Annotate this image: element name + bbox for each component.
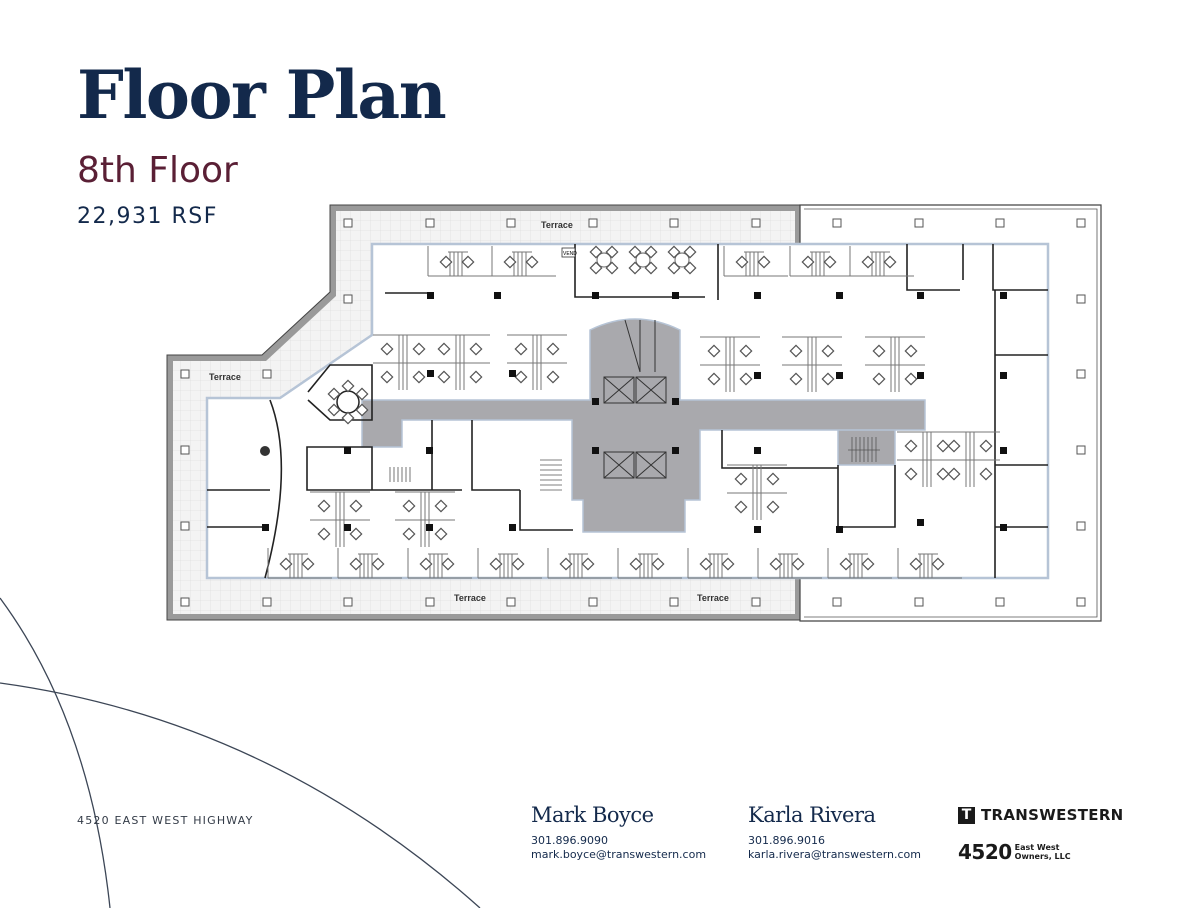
terrace-label: Terrace: [209, 372, 241, 382]
owner-logo: 4520 East West Owners, LLC: [958, 840, 1071, 864]
contact-phone[interactable]: 301.896.9016: [748, 834, 825, 847]
conference-table: [327, 379, 369, 425]
contact-phone[interactable]: 301.896.9090: [531, 834, 608, 847]
owner-number: 4520: [958, 840, 1012, 864]
transwestern-logo: T TRANSWESTERN: [958, 806, 1124, 824]
stairwells: [389, 437, 880, 491]
contact-card: Mark Boyce 301.896.9090 mark.boyce@trans…: [531, 802, 706, 862]
building-address: 4520 EAST WEST HIGHWAY: [77, 814, 254, 827]
terrace-label: Terrace: [454, 593, 486, 603]
floor-label: 8th Floor: [77, 150, 238, 191]
terrace-label: Terrace: [541, 220, 573, 230]
contact-name: Mark Boyce: [531, 803, 654, 827]
contact-email[interactable]: karla.rivera@transwestern.com: [748, 848, 921, 861]
contact-email[interactable]: mark.boyce@transwestern.com: [531, 848, 707, 861]
terrace-label: Terrace: [697, 593, 729, 603]
column-marker: [260, 446, 270, 456]
building-core: [361, 318, 926, 533]
owner-text: East West Owners, LLC: [1015, 843, 1071, 861]
transwestern-logo-icon: T: [958, 806, 975, 824]
interior-walls: [207, 244, 1048, 579]
outlet-markers: [262, 292, 1007, 533]
rentable-area: 22,931 RSF: [77, 204, 218, 229]
owner-line-2: Owners, LLC: [1014, 852, 1071, 861]
contact-name: Karla Rivera: [748, 803, 876, 827]
page-title: Floor Plan: [77, 56, 447, 134]
terrace-columns: [180, 218, 1086, 607]
elevators: [603, 319, 667, 479]
break-room-tables: VEND: [561, 245, 697, 275]
owner-line-1: East West: [1014, 843, 1060, 852]
brand-name: TRANSWESTERN: [981, 806, 1124, 824]
svg-text:VEND: VEND: [563, 251, 577, 257]
contact-card: Karla Rivera 301.896.9016 karla.rivera@t…: [748, 802, 921, 862]
